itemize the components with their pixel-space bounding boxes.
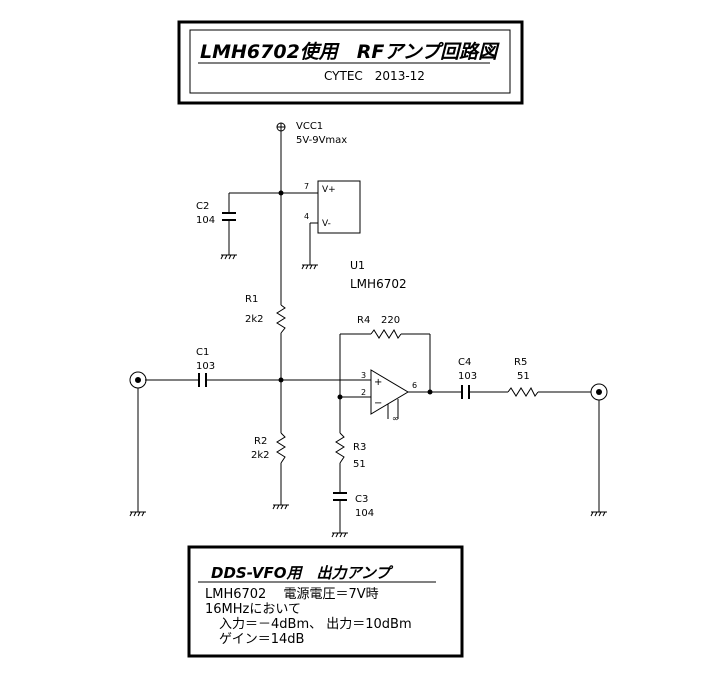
ground-c3-icon <box>331 532 348 538</box>
opamp-power-block: V+ V- 7 4 <box>304 180 361 234</box>
ground-r2-icon <box>272 504 289 510</box>
note-line-1: LMH6702 電源電圧＝7V時 <box>205 587 379 602</box>
ground-vminus-icon <box>301 264 318 270</box>
c1-value: 103 <box>196 361 215 372</box>
output-connector <box>590 383 608 401</box>
c3-ref: C3 <box>355 494 368 505</box>
pin-4-label: 4 <box>304 212 309 221</box>
capacitor-c4: C4 103 <box>458 357 477 399</box>
r1-value: 2k2 <box>245 314 264 325</box>
opamp-infinity: ∞ <box>392 414 399 423</box>
c4-ref: C4 <box>458 357 471 368</box>
note-line-4: ゲイン＝14dB <box>219 632 304 647</box>
note-box: DDS-VFO用 出力アンプ LMH6702 電源電圧＝7V時 16MHzにおい… <box>187 545 464 658</box>
ground-input-icon <box>129 511 146 517</box>
r4-value: 220 <box>381 315 400 326</box>
u1-ref: U1 <box>350 259 365 272</box>
c2-value: 104 <box>196 215 215 226</box>
title-box: LMH6702使用 RFアンプ回路図 CYTEC 2013-12 <box>177 20 524 105</box>
r1-ref: R1 <box>245 294 258 305</box>
resistor-r2: R2 2k2 <box>251 432 286 464</box>
resistor-r4: R4 220 <box>357 315 402 339</box>
title-text: LMH6702使用 RFアンプ回路図 <box>200 41 500 63</box>
pin-7-label: 7 <box>304 182 309 191</box>
r2-ref: R2 <box>254 436 267 447</box>
r3-ref: R3 <box>353 442 366 453</box>
r5-ref: R5 <box>514 357 527 368</box>
note-line-2: 16MHzにおいて <box>205 602 301 617</box>
pin-vminus-label: V- <box>322 219 331 229</box>
resistor-r5: R5 51 <box>507 357 539 397</box>
wires <box>137 131 600 533</box>
c3-value: 104 <box>355 508 374 519</box>
pin-3-label: 3 <box>361 371 366 380</box>
resistor-r1: R1 2k2 <box>245 294 286 334</box>
c4-value: 103 <box>458 371 477 382</box>
pin-2-label: 2 <box>361 388 366 397</box>
vcc-range: 5V-9Vmax <box>296 135 347 146</box>
u1-part: LMH6702 <box>350 277 407 291</box>
ground-output-icon <box>590 511 607 517</box>
pin-6-label: 6 <box>412 381 417 390</box>
vcc-name: VCC1 <box>296 121 323 132</box>
c2-ref: C2 <box>196 201 209 212</box>
resistor-r3: R3 51 <box>335 432 366 470</box>
ground-c2-icon <box>220 254 237 260</box>
note-line-3: 入力＝－4dBm、 出力＝10dBm <box>219 617 412 632</box>
opamp-symbol: + − ∞ 3 2 6 <box>361 369 417 423</box>
input-connector <box>129 371 147 389</box>
opamp-minus-sign: − <box>374 398 382 409</box>
r2-value: 2k2 <box>251 450 270 461</box>
vcc-terminal: VCC1 5V-9Vmax <box>276 121 347 146</box>
opamp-plus-sign: + <box>374 377 382 388</box>
c1-ref: C1 <box>196 347 209 358</box>
r4-ref: R4 <box>357 315 370 326</box>
r5-value: 51 <box>517 371 530 382</box>
capacitor-c1: C1 103 <box>196 347 215 387</box>
subtitle-text: CYTEC 2013-12 <box>324 69 425 83</box>
pin-vplus-label: V+ <box>322 185 336 195</box>
note-title: DDS-VFO用 出力アンプ <box>211 564 393 582</box>
capacitor-c3: C3 104 <box>333 492 374 519</box>
r3-value: 51 <box>353 459 366 470</box>
capacitor-c2: C2 104 <box>196 201 236 226</box>
